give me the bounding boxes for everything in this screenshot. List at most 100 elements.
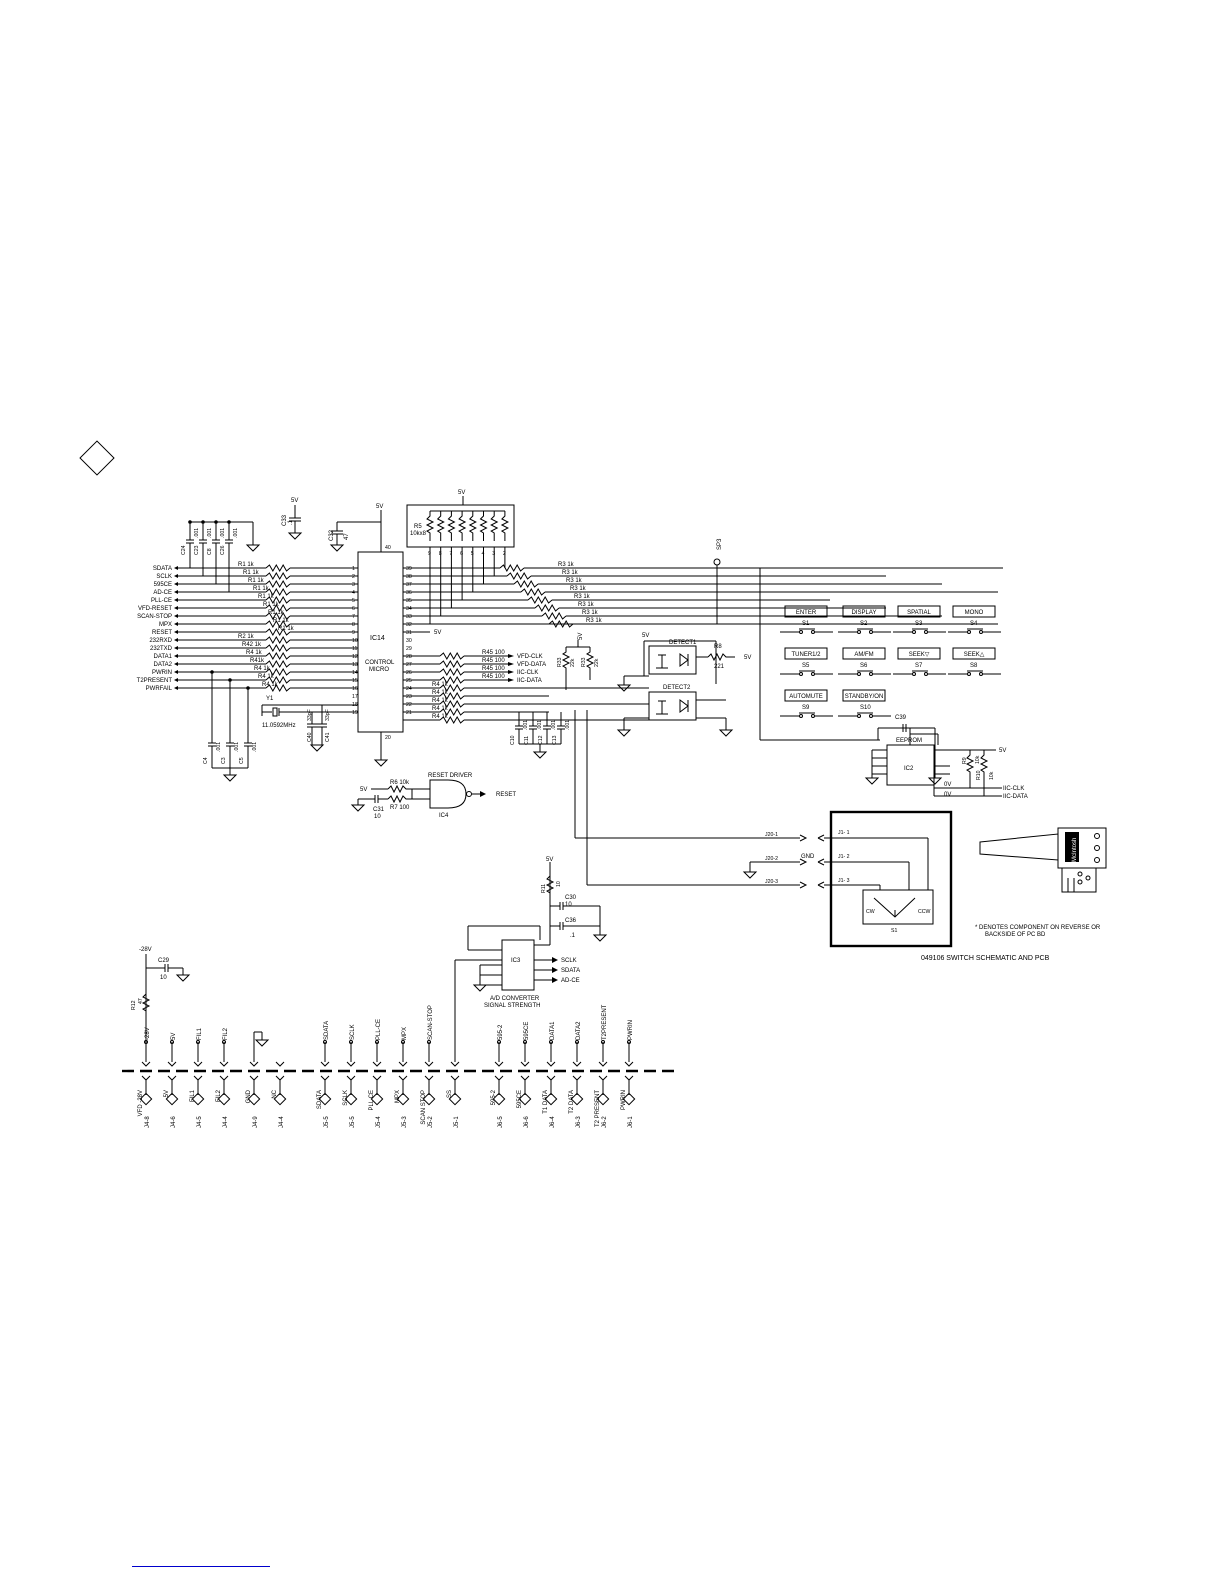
rnet-name: R5 (414, 524, 422, 530)
node-dot (188, 520, 192, 524)
c31-name: C31 (373, 807, 385, 813)
connector-diamond (622, 1092, 636, 1106)
eeprom-title: EEPROM (896, 738, 922, 744)
ic14-control-micro: IC14 CONTROL MICRO 40 20 5V 123456789101… (352, 504, 412, 767)
left-resistor-label: R1 1k (253, 586, 270, 592)
pot-s1: S1 (891, 928, 897, 934)
left-signal-resistor (265, 627, 291, 637)
node-dot (214, 520, 218, 524)
connector-top-label: SDATA (324, 1021, 330, 1040)
switch-contact (924, 672, 928, 676)
left-resistor-label: R1 1k (248, 578, 265, 584)
pcb-encoder-drawing: McIntosh * DENOTES COMPONENT ON REVERSE … (975, 827, 1107, 938)
ic14-left-pin: 2 (352, 574, 355, 580)
c30-name: C30 (565, 895, 577, 901)
r9-label: R9 (962, 757, 968, 764)
left-signal-arrow (174, 614, 178, 618)
left-signal-label: SDATA (153, 566, 172, 572)
r12-val: 47 (138, 998, 144, 1004)
left-signal-label: AD-CE (153, 590, 172, 596)
connector-diamond (492, 1092, 506, 1106)
mid-cap-name: C11 (524, 736, 530, 745)
bus-resistor-label: R45 100 (482, 666, 505, 672)
left-signal-arrow (174, 638, 178, 642)
connector-bottom-label: SCLK (343, 1090, 349, 1106)
r8-5v: 5V (744, 655, 751, 661)
connector-ref: J6-3 (576, 1116, 582, 1128)
mid-cap-val: .001 (551, 720, 557, 730)
right-resistor (527, 595, 553, 605)
adc-ic: IC3 (511, 958, 521, 964)
rnet-resistor (490, 511, 499, 541)
switch-contact (979, 672, 983, 676)
left-signal-resistor (265, 571, 291, 581)
adc-ic3: IC3 A/D CONVERTER SIGNAL STRENGTH SCLK S… (454, 857, 608, 1062)
rnet-resistor (425, 511, 435, 541)
connector-top-label: -28V (145, 1027, 151, 1040)
j20-3: J20-3 (765, 879, 778, 885)
right-resistor (513, 579, 539, 589)
connector-bottom-label: 595CE (517, 1090, 523, 1108)
r33b-val: 22k (594, 658, 600, 667)
top-cap-val: .001 (220, 528, 226, 538)
connector-chevron (494, 1075, 504, 1081)
ic14-left-pin: 16 (352, 686, 358, 692)
connector-chevron (372, 1061, 382, 1067)
connector-bottom-label: T2 PRESENT (595, 1090, 601, 1127)
switch-contact (857, 630, 861, 634)
ic14-label: IC14 (370, 635, 385, 642)
reset-driver: RESET DRIVER RESET IC4 R6 10k 5V R7 100 … (350, 773, 516, 820)
ic14-left-pin: 17 (352, 694, 358, 700)
connector-node (601, 1040, 605, 1044)
ic14-left-pin: 1 (352, 566, 355, 572)
mid-cap-name: C13 (552, 735, 558, 745)
pin31-5v: 5V (434, 630, 441, 636)
right-resistor-label: R3 1k (570, 586, 587, 592)
connector-node (349, 1040, 353, 1044)
switch-contact (811, 672, 815, 676)
bus-resistor (439, 659, 465, 669)
eeprom-clk: IIC-CLK (1003, 786, 1024, 792)
connector-bottom-label: FIL2 (216, 1089, 222, 1102)
left-signal-arrow (174, 678, 178, 682)
right-resistor-label: R3 1k (562, 570, 579, 576)
connector-ref: J6-4 (550, 1116, 556, 1128)
switch-ref: S6 (860, 663, 868, 669)
connector-ref: J4-6 (171, 1116, 177, 1128)
rnet-resistor (479, 511, 488, 541)
connector-chevron (520, 1061, 530, 1067)
detect1-label: DETECT1 (669, 640, 697, 646)
left-resistor-label: R2 1k (238, 634, 255, 640)
right-resistor (499, 563, 525, 573)
connector-chevron (346, 1061, 356, 1067)
connector-ref: J5-4 (376, 1116, 382, 1128)
left-signal-arrow (174, 566, 178, 570)
left-signal-arrow (174, 670, 178, 674)
c41-val: 33pF (325, 709, 331, 721)
left-signal-arrow (174, 606, 178, 610)
reset-driver-title: RESET DRIVER (428, 773, 473, 779)
c32-cap: C32 47 (329, 521, 381, 552)
bus-resistor (439, 667, 465, 677)
rnet-val: 10kx8 (410, 531, 427, 537)
adc-sdata: SDATA (561, 968, 580, 974)
switch-ref: S9 (802, 705, 810, 711)
node-dot (210, 670, 214, 674)
r11-label: R11 (541, 884, 547, 893)
j1-3: J1- 3 (838, 878, 850, 884)
switch-key-label: SEEK△ (964, 652, 985, 658)
left-resistor-label: R1 1k (258, 594, 275, 600)
c31-val: 10 (374, 814, 381, 820)
node-dot (201, 520, 205, 524)
left-signal-resistor (265, 643, 291, 653)
ic14-right-pin: 27 (406, 662, 412, 668)
r10-label: R10 (976, 770, 982, 780)
right-resistor (534, 603, 560, 613)
adc-adce: AD-CE (561, 978, 580, 984)
connector-node (401, 1040, 405, 1044)
switch-key-label: STANDBY/ON (845, 694, 884, 700)
mid-cap-name: C10 (510, 735, 516, 745)
